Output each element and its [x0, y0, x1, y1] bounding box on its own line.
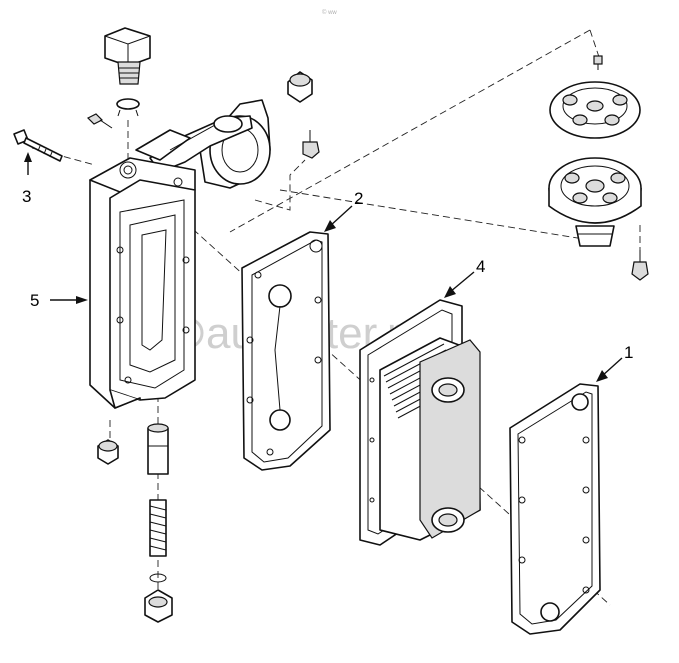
- callout-5: 5: [30, 291, 88, 310]
- callout-2: 2: [324, 189, 363, 232]
- callout-3: 3: [22, 152, 32, 206]
- hex-bolt-top: [104, 27, 151, 117]
- oil-cooler-housing-5: [89, 157, 196, 409]
- thermostat-housing: [135, 99, 271, 189]
- fitting-right: [631, 250, 649, 281]
- plug-top: [287, 71, 313, 103]
- callout-1: 1: [596, 343, 633, 382]
- corner-mark: © ww: [322, 9, 337, 16]
- relief-valve-stack: [144, 423, 173, 623]
- thermostat-element: [548, 55, 642, 247]
- bolt-3: [13, 129, 63, 162]
- gasket-1: [509, 383, 601, 635]
- small-bolt-housing: [302, 130, 320, 159]
- callout-4: 4: [444, 257, 485, 298]
- cooler-core-4: [359, 299, 481, 546]
- callout-2-label: 2: [354, 189, 363, 208]
- callout-1-label: 1: [624, 343, 633, 362]
- callouts: 3 5 2 4 1: [22, 152, 633, 382]
- plug-lower: [97, 439, 119, 465]
- callout-5-label: 5: [30, 291, 39, 310]
- callout-4-label: 4: [476, 257, 485, 276]
- small-screw: [86, 113, 113, 129]
- gasket-2: [241, 231, 331, 471]
- callout-3-label: 3: [22, 187, 31, 206]
